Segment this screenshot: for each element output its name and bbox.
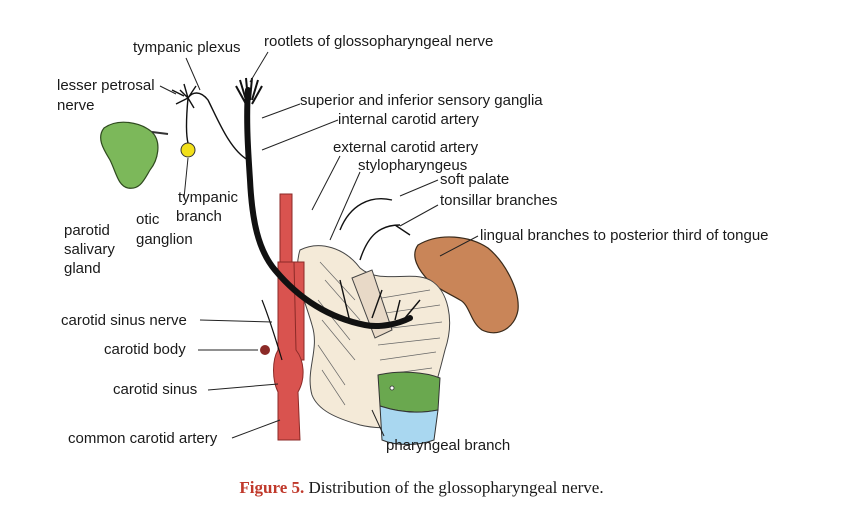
hyoid-dot [389,385,395,391]
common-carotid-artery [273,261,304,441]
internal-carotid-artery [279,193,293,266]
label-tympanic-line2: branch [176,208,222,225]
label-parotid-line2: salivary [64,241,115,258]
label-common-carotid: common carotid artery [68,430,218,447]
stylopharyngeus-muscle [351,269,393,339]
label-stylopharyngeus: stylopharyngeus [358,157,468,174]
label-carotid-body: carotid body [104,341,186,358]
parotid-gland [100,121,159,189]
larynx-region [379,405,439,445]
label-lesser-petrosal-line2: nerve [57,97,95,114]
label-carotid-sinus: carotid sinus [113,381,198,398]
figure-caption: Figure 5. Distribution of the glossophar… [0,478,843,498]
otic-ganglion-marker [180,142,196,158]
leader-lines [159,51,479,439]
label-soft-palate: soft palate [440,171,510,188]
figure-caption-text: Distribution of the glossopharyngeal ner… [304,478,604,497]
label-sensory-ganglia: superior and inferior sensory ganglia [300,92,543,109]
label-tonsillar-branches: tonsillar branches [440,192,558,209]
label-parotid-line1: parotid [64,222,110,239]
pharyngeal-branches [339,198,421,323]
label-tympanic-plexus: tympanic plexus [133,39,241,56]
label-tympanic-line1: tympanic [178,189,239,206]
label-carotid-sinus-nerve: carotid sinus nerve [61,312,187,329]
carotid-body-dot [260,345,270,355]
nerve-rootlets [235,77,263,105]
carotid-sinus-nerve [261,299,283,361]
parotid-duct [151,131,169,135]
tympanic-branch [171,83,249,161]
label-otic-line2: ganglion [136,231,193,248]
label-internal-carotid: internal carotid artery [338,111,479,128]
label-lingual-branches: lingual branches to posterior third of t… [480,227,769,244]
label-parotid-line3: gland [64,260,101,277]
figure-number: Figure 5. [239,478,305,497]
hyoid-region [377,371,441,413]
label-otic-line1: otic [136,211,160,228]
label-lesser-petrosal-line1: lesser petrosal [57,77,155,94]
glossopharyngeal-nerve-trunk [244,87,413,330]
label-pharyngeal-branch: pharyngeal branch [386,437,511,454]
label-rootlets: rootlets of glossopharyngeal nerve [264,33,494,50]
label-external-carotid: external carotid artery [333,139,479,156]
